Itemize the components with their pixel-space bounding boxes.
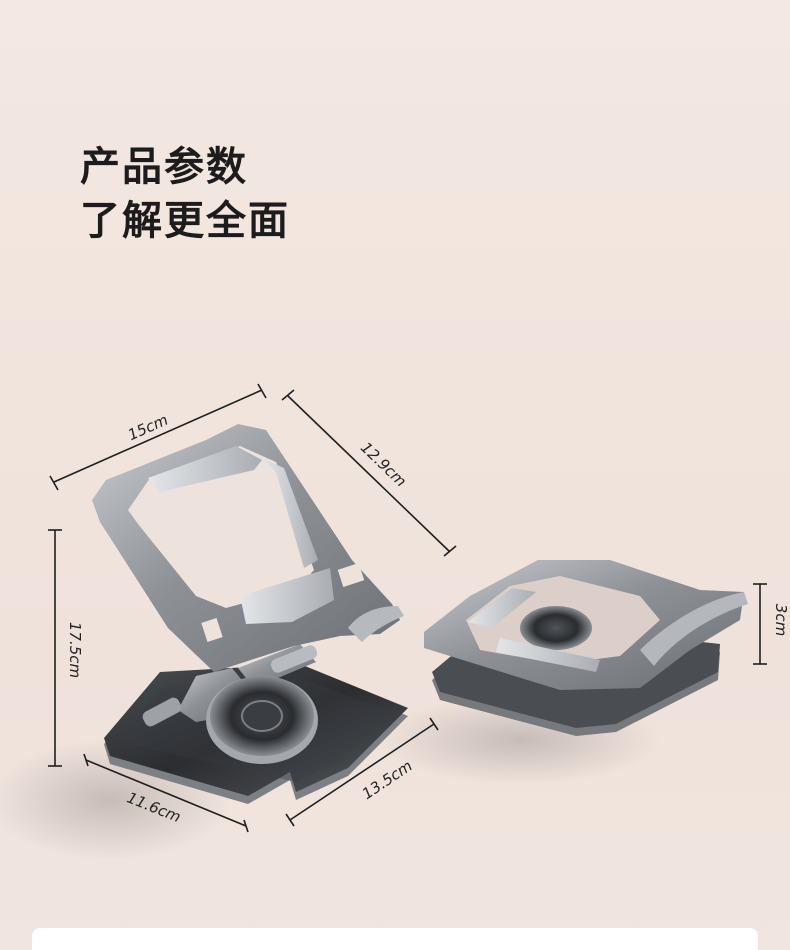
dim-label-height: 17.5cm [66, 622, 84, 678]
headline-line-1: 产品参数 [80, 144, 248, 190]
rotation-knob [206, 676, 318, 764]
dim-label-top-width: 15cm [125, 411, 171, 445]
headline-line-2: 了解更全面 [80, 198, 290, 244]
dim-label-base-depth: 13.5cm [359, 757, 416, 803]
headline: 产品参数 了解更全面 [80, 140, 290, 248]
dim-label-folded-height: 3cm [772, 604, 790, 636]
stand-plate [92, 424, 404, 672]
dim-label-top-depth: 12.9cm [357, 438, 410, 490]
bottom-card [32, 928, 758, 950]
dimension-lines [48, 383, 767, 833]
folded-stand [424, 560, 748, 736]
